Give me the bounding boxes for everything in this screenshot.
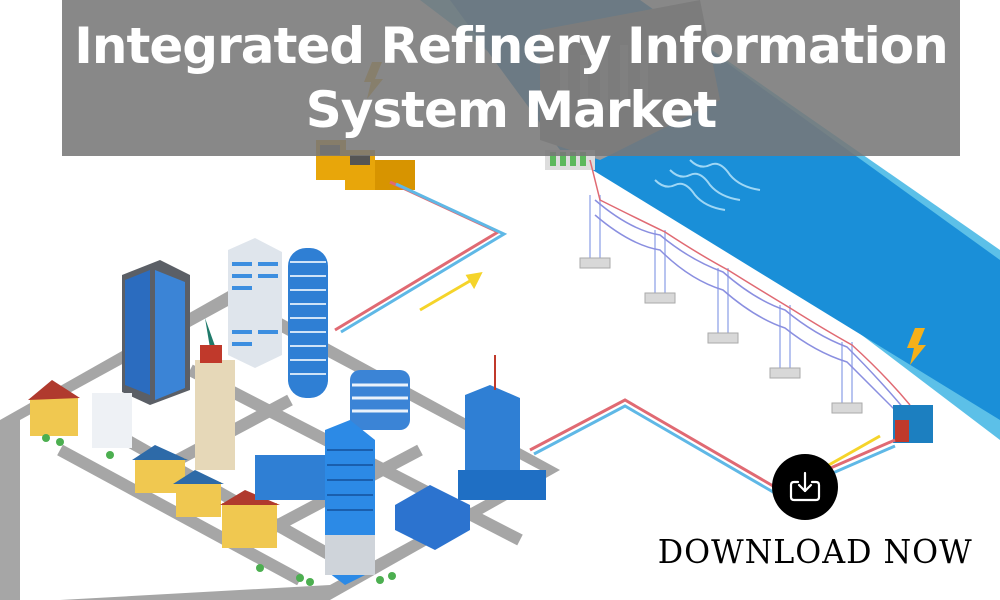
lightning-icon <box>907 328 926 365</box>
water-flow-icon <box>654 159 761 211</box>
title-banner: Integrated Refinery Information System M… <box>62 0 960 156</box>
download-icon <box>789 471 821 502</box>
city-buildings <box>28 238 546 586</box>
page-title-line-2: System Market <box>305 81 718 139</box>
transmission-towers <box>589 195 853 405</box>
download-button[interactable] <box>772 454 838 520</box>
download-now-link[interactable]: DOWNLOAD NOW <box>657 532 973 571</box>
page-title-line-1: Integrated Refinery Information <box>74 17 948 75</box>
